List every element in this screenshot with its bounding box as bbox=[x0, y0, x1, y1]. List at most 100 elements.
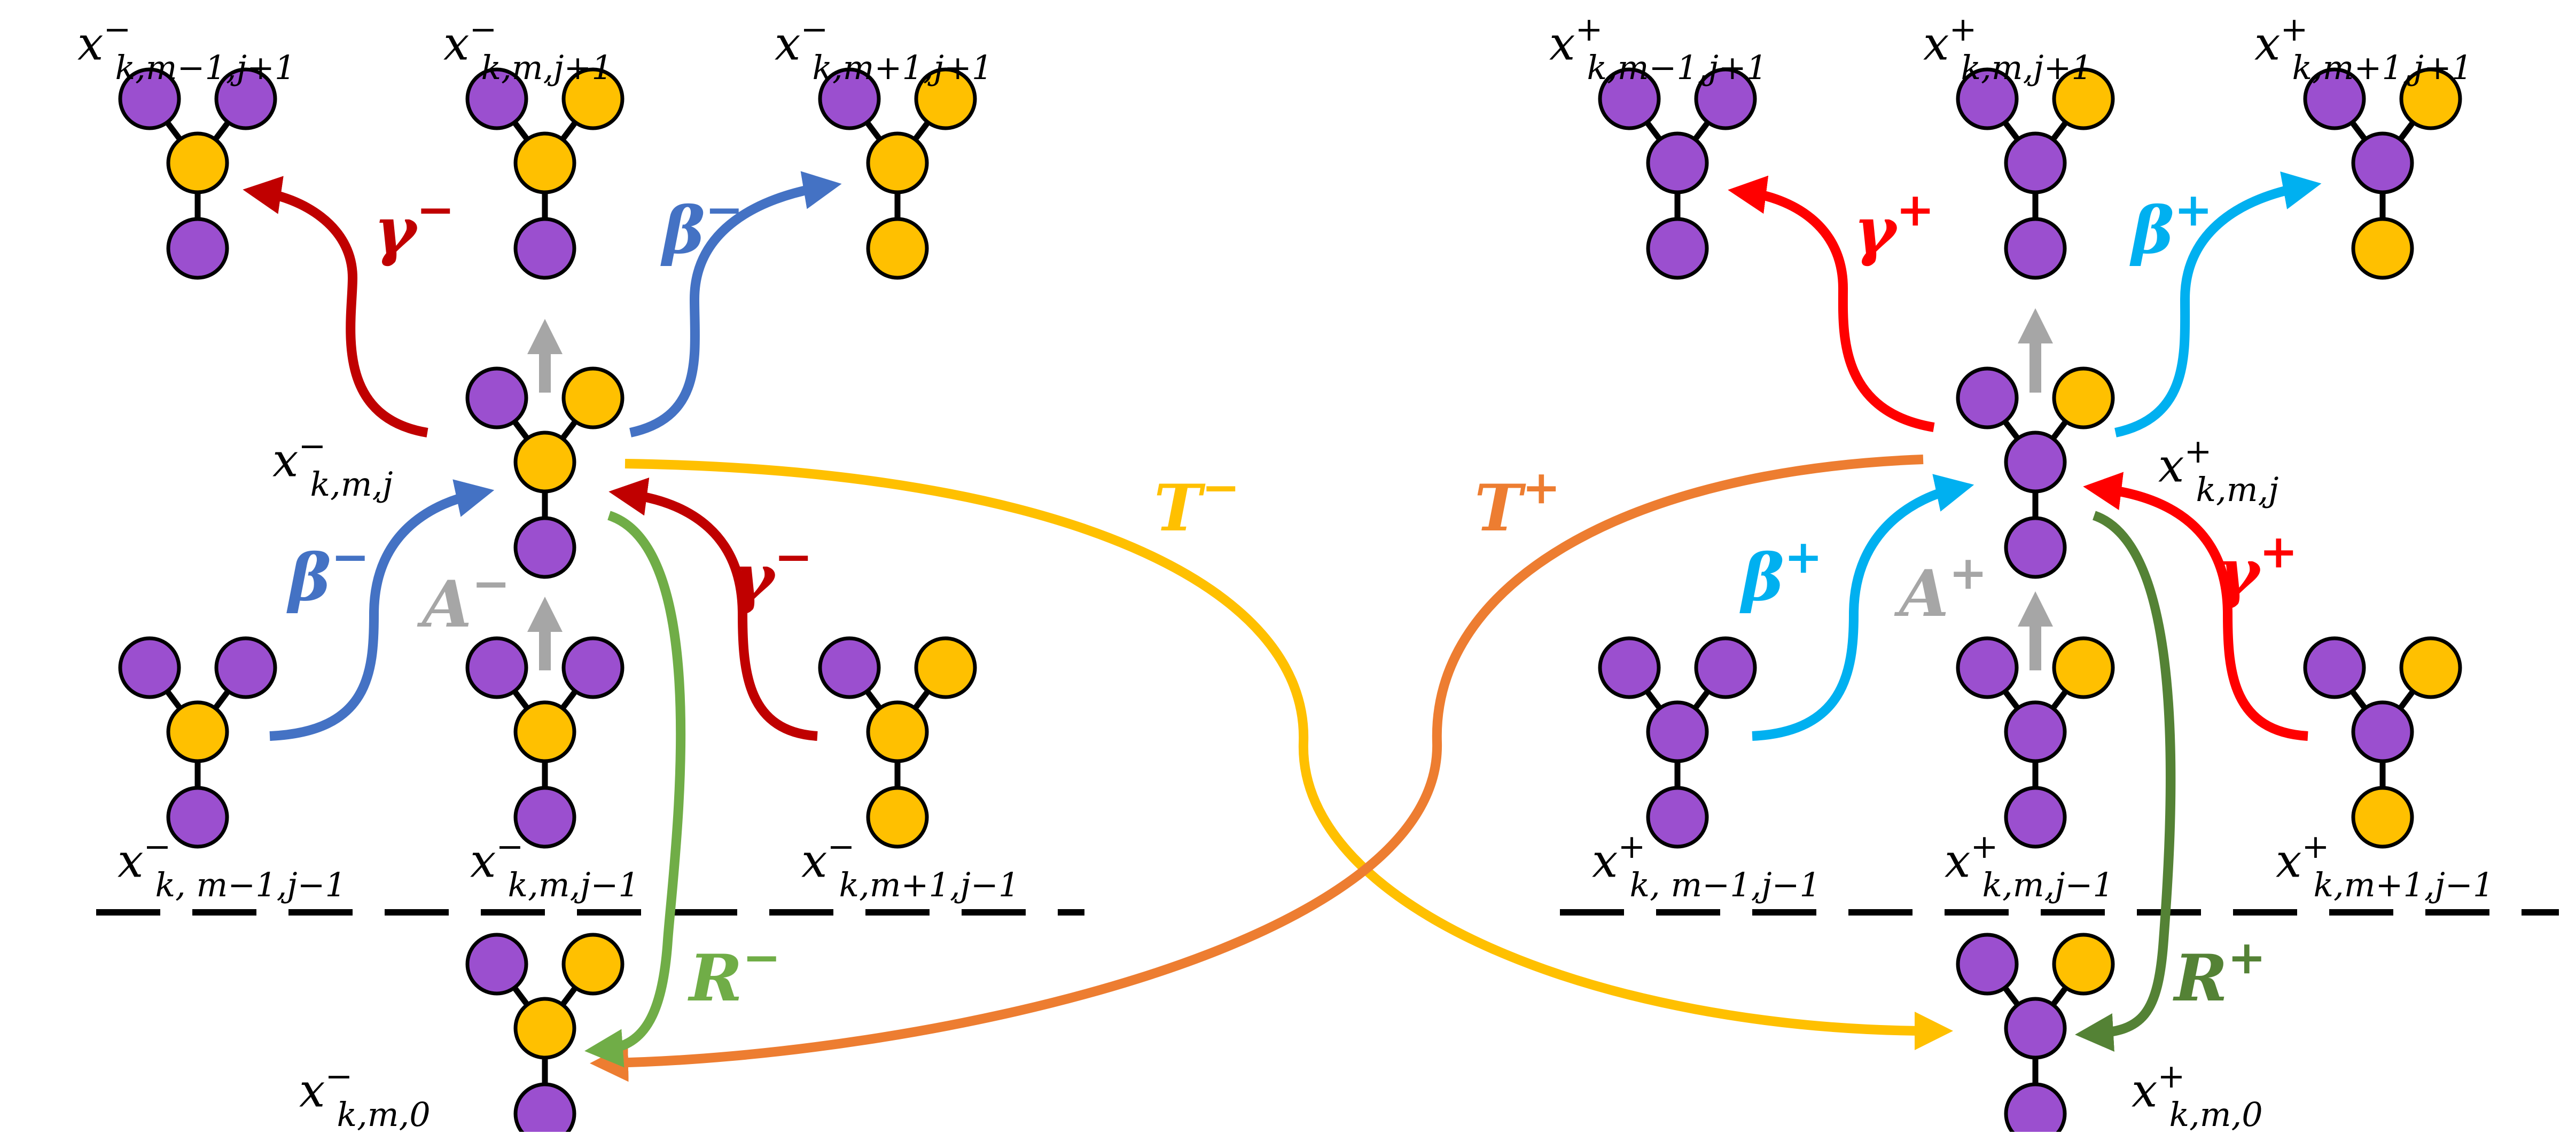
node-bottom bbox=[2004, 1082, 2067, 1132]
node-top-left bbox=[2303, 67, 2366, 130]
state-label-plus-bot-mid: x+k,m,j−1 bbox=[1945, 827, 2114, 904]
node-bottom bbox=[513, 516, 576, 579]
arrow-gamma-plus-in bbox=[2083, 472, 2308, 741]
node-bottom bbox=[513, 217, 576, 280]
rate-A-plus: A+ bbox=[1899, 546, 1988, 631]
node-top-right bbox=[1694, 636, 1757, 699]
node-top-right bbox=[2052, 366, 2115, 429]
molecule-plus-center bbox=[1956, 366, 2115, 579]
node-top-left bbox=[818, 636, 881, 699]
molecule-plus-top-mid bbox=[1956, 67, 2115, 280]
arrow-gamma-plus-up bbox=[1728, 175, 1935, 432]
node-top-right bbox=[2052, 933, 2115, 996]
node-top-right bbox=[2052, 636, 2115, 699]
node-top-right bbox=[914, 636, 977, 699]
state-label-plus-top-right: x+k,m+1,j+1 bbox=[2254, 10, 2473, 87]
node-center bbox=[2004, 431, 2067, 494]
molecule-plus-bot-left bbox=[1598, 636, 1757, 849]
node-top-left bbox=[465, 636, 528, 699]
state-label-minus-top-mid: x−k,m,j+1 bbox=[443, 10, 613, 87]
node-top-left bbox=[118, 67, 181, 130]
state-label-plus-bot-right: x+k,m+1,j−1 bbox=[2276, 827, 2494, 904]
state-label-minus-bot-left: x−k, m−1,j−1 bbox=[118, 827, 346, 904]
node-bottom bbox=[166, 786, 229, 849]
rate-R-minus: R− bbox=[689, 930, 781, 1016]
node-center bbox=[866, 700, 929, 763]
molecule-plus-top-left bbox=[1598, 67, 1757, 280]
node-top-right bbox=[214, 67, 277, 130]
node-center bbox=[2351, 700, 2414, 763]
node-bottom bbox=[866, 786, 929, 849]
arrow-R-plus bbox=[2075, 511, 2176, 1052]
molecule-minus-ground bbox=[465, 933, 625, 1132]
node-bottom bbox=[2004, 217, 2067, 280]
node-center bbox=[866, 131, 929, 194]
molecule-minus-top-right bbox=[818, 67, 977, 280]
molecule-plus-bot-right bbox=[2303, 636, 2462, 849]
rate-beta-plus-bottom: β+ bbox=[1742, 530, 1823, 615]
state-label-plus-top-mid: x+k,m,j+1 bbox=[1923, 10, 2093, 87]
node-top-right bbox=[914, 67, 977, 130]
node-center bbox=[1646, 131, 1709, 194]
node-center bbox=[513, 700, 576, 763]
state-label-plus-center: x+k,m,j bbox=[2158, 432, 2279, 509]
node-top-right bbox=[214, 636, 277, 699]
molecule-plus-bot-mid bbox=[1956, 636, 2115, 849]
state-label-minus-center: x−k,m,j bbox=[272, 426, 393, 504]
node-bottom bbox=[513, 1082, 576, 1132]
node-top-left bbox=[2303, 636, 2366, 699]
node-center bbox=[166, 700, 229, 763]
node-top-left bbox=[818, 67, 881, 130]
node-center bbox=[2004, 131, 2067, 194]
arrow-beta-plus-in bbox=[1752, 474, 1974, 741]
node-bottom bbox=[513, 786, 576, 849]
rate-T-minus: T− bbox=[1154, 460, 1240, 546]
state-label-plus-ground: x+k,m,0 bbox=[2132, 1057, 2263, 1134]
node-bottom bbox=[2351, 217, 2414, 280]
node-center bbox=[513, 997, 576, 1060]
rate-gamma-plus-bottom: γ+ bbox=[2217, 525, 2298, 610]
node-top-left bbox=[1956, 366, 2019, 429]
rate-gamma-plus-top: γ+ bbox=[1854, 183, 1935, 268]
node-center bbox=[2004, 997, 2067, 1060]
rate-beta-plus-top: β+ bbox=[2132, 183, 2213, 268]
molecule-minus-top-left bbox=[118, 67, 277, 280]
node-bottom bbox=[2004, 786, 2067, 849]
rate-A-minus: A− bbox=[422, 557, 511, 642]
node-top-left bbox=[465, 366, 528, 429]
arrow-T-minus bbox=[625, 459, 1953, 1050]
molecule-minus-center bbox=[465, 366, 625, 579]
node-bottom bbox=[2351, 786, 2414, 849]
node-center bbox=[2351, 131, 2414, 194]
node-top-left bbox=[465, 933, 528, 996]
node-bottom bbox=[1646, 217, 1709, 280]
node-center bbox=[513, 131, 576, 194]
rate-gamma-minus-top: γ− bbox=[374, 183, 455, 268]
node-top-right bbox=[561, 636, 625, 699]
node-center bbox=[2004, 700, 2067, 763]
arrow-R-minus bbox=[584, 511, 686, 1068]
node-center bbox=[513, 431, 576, 494]
node-top-right bbox=[561, 366, 625, 429]
rate-T-plus: T+ bbox=[1474, 460, 1561, 546]
state-label-minus-top-right: x−k,m+1,j+1 bbox=[775, 10, 993, 87]
node-top-left bbox=[1956, 933, 2019, 996]
molecule-minus-top-mid bbox=[465, 67, 625, 280]
node-top-right bbox=[2399, 636, 2462, 699]
rate-R-plus: R+ bbox=[2174, 930, 2266, 1016]
node-bottom bbox=[166, 217, 229, 280]
molecule-minus-bot-mid bbox=[465, 636, 625, 849]
node-top-left bbox=[118, 636, 181, 699]
node-bottom bbox=[866, 217, 929, 280]
rate-gamma-minus-bottom: γ− bbox=[732, 530, 813, 615]
node-top-left bbox=[465, 67, 528, 130]
molecule-minus-bot-left bbox=[118, 636, 277, 849]
state-label-minus-top-left: x−k,m−1,j+1 bbox=[77, 10, 296, 87]
node-bottom bbox=[1646, 786, 1709, 849]
node-bottom bbox=[2004, 516, 2067, 579]
node-center bbox=[166, 131, 229, 194]
node-top-left bbox=[1956, 636, 2019, 699]
arrow-T-plus bbox=[590, 455, 1924, 1082]
node-center bbox=[1646, 700, 1709, 763]
